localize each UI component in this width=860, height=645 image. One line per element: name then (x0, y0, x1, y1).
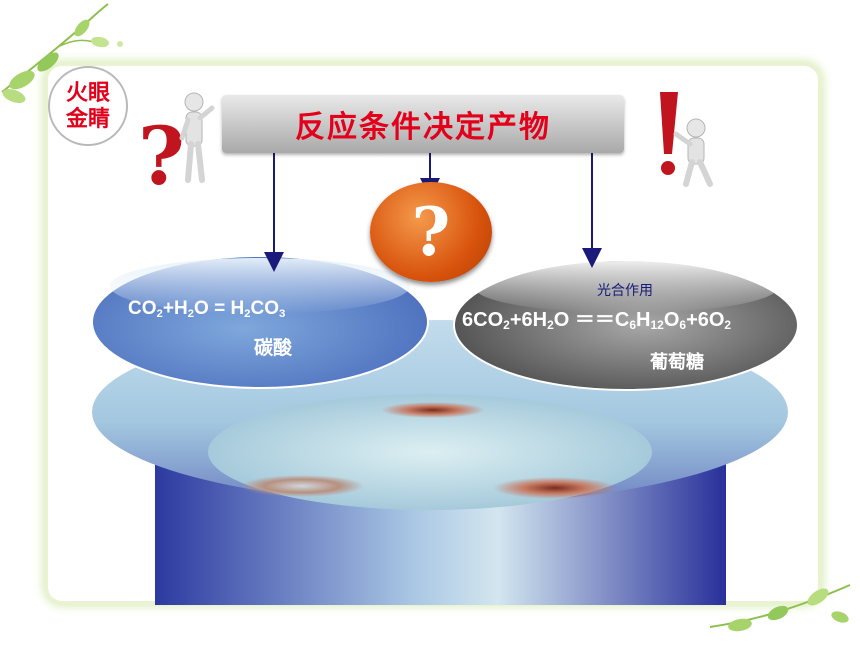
eq-part: CO (250, 298, 280, 319)
question-person-icon: ? (138, 92, 215, 198)
eq-sub: 2 (724, 318, 732, 332)
page-title-text: 反应条件决定产物 (295, 111, 551, 144)
reaction-condition-label: 光合作用 (597, 282, 653, 298)
badge-line-1: 火眼 (65, 80, 110, 105)
left-reaction-equation: CO2+H2O = H2CO3 (128, 298, 285, 320)
right-reaction-bubble (453, 259, 799, 391)
vine-decoration-icon (709, 584, 851, 632)
eq-part: +6H (509, 309, 548, 331)
question-mark-icon: ? (370, 182, 492, 282)
left-product-label: 碳酸 (254, 338, 293, 359)
svg-text:?: ? (138, 109, 185, 198)
eq-sub: 2 (156, 307, 163, 320)
eq-part: 6CO (462, 309, 504, 331)
eq-sub: 2 (503, 318, 510, 332)
eq-part: +6O (686, 309, 725, 331)
vine-decoration-icon (1, 3, 123, 103)
eq-sub: 2 (547, 318, 554, 332)
eq-part: O = H (194, 298, 245, 319)
eq-sub: 12 (650, 318, 664, 332)
exclamation-person-icon (660, 92, 713, 187)
eq-part: CO (128, 298, 157, 319)
eq-sub: 3 (279, 307, 286, 320)
right-reaction-equation: 6CO2+6H2O ＝＝C6H12O6+6O2 (462, 303, 731, 332)
eq-part: +H (162, 298, 188, 319)
right-product-label: 葡萄糖 (650, 352, 704, 372)
eq-part: H (636, 309, 651, 331)
eq-sub: 6 (629, 318, 636, 332)
badge-huoyanjinjing: 火眼 金睛 (48, 66, 128, 146)
eq-sub: 2 (244, 307, 251, 320)
left-reaction-bubble (91, 255, 429, 389)
page-title: 反应条件决定产物 (222, 95, 624, 153)
eq-sub: 6 (679, 318, 687, 332)
eq-sub: 2 (187, 307, 195, 320)
eq-part: O (663, 309, 680, 331)
eq-part: O ＝＝C (553, 309, 630, 331)
badge-line-2: 金睛 (65, 106, 110, 131)
question-mark-symbol: ? (411, 193, 451, 271)
